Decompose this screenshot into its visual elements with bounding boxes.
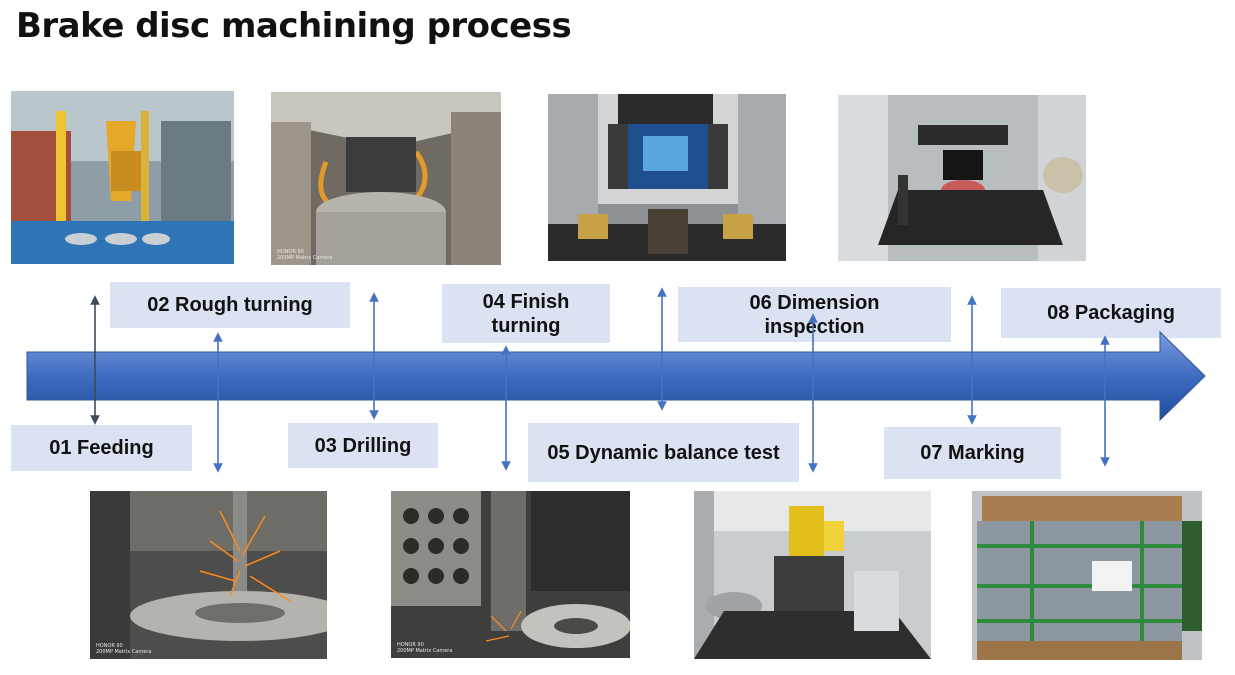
timeline-arrow [26,330,1206,422]
camera-watermark: HONOR 90 200MP Matrix Camera [397,642,452,654]
photo-feeding [11,91,234,264]
watermark-line1: HONOR 90 [96,643,123,649]
step-label-dimension-inspection: 06 Dimension inspection [678,287,951,342]
photo-rough-turning: HONOR 90 200MP Matrix Camera [90,491,327,659]
watermark-line2: 200MP Matrix Camera [397,648,453,654]
photo-finish-turning: HONOR 90 200MP Matrix Camera [391,491,630,658]
photo-marking [838,95,1086,261]
watermark-line2: 200MP Matrix Camera [96,649,152,655]
camera-watermark: HONOR 90 200MP Matrix Camera [96,643,151,655]
step-label-feeding: 01 Feeding [11,425,192,471]
step-label-marking: 07 Marking [884,427,1061,479]
step-label-packaging: 08 Packaging [1001,288,1221,338]
photo-dynamic-balance [548,94,786,261]
step-label-drilling: 03 Drilling [288,423,438,468]
photo-dimension-inspection [694,491,931,659]
step-label-finish-turning: 04 Finish turning [442,284,610,343]
watermark-line1: HONOR 90 [277,249,304,255]
photo-packaging [972,491,1202,660]
page-title: Brake disc machining process [16,6,572,46]
photo-drilling: HONOR 90 200MP Matrix Camera [271,92,501,265]
watermark-line1: HONOR 90 [397,642,424,648]
camera-watermark: HONOR 90 200MP Matrix Camera [277,249,332,261]
watermark-line2: 200MP Matrix Camera [277,255,333,261]
step-label-rough-turning: 02 Rough turning [110,282,350,328]
step-label-dynamic-balance-test: 05 Dynamic balance test [528,423,799,482]
